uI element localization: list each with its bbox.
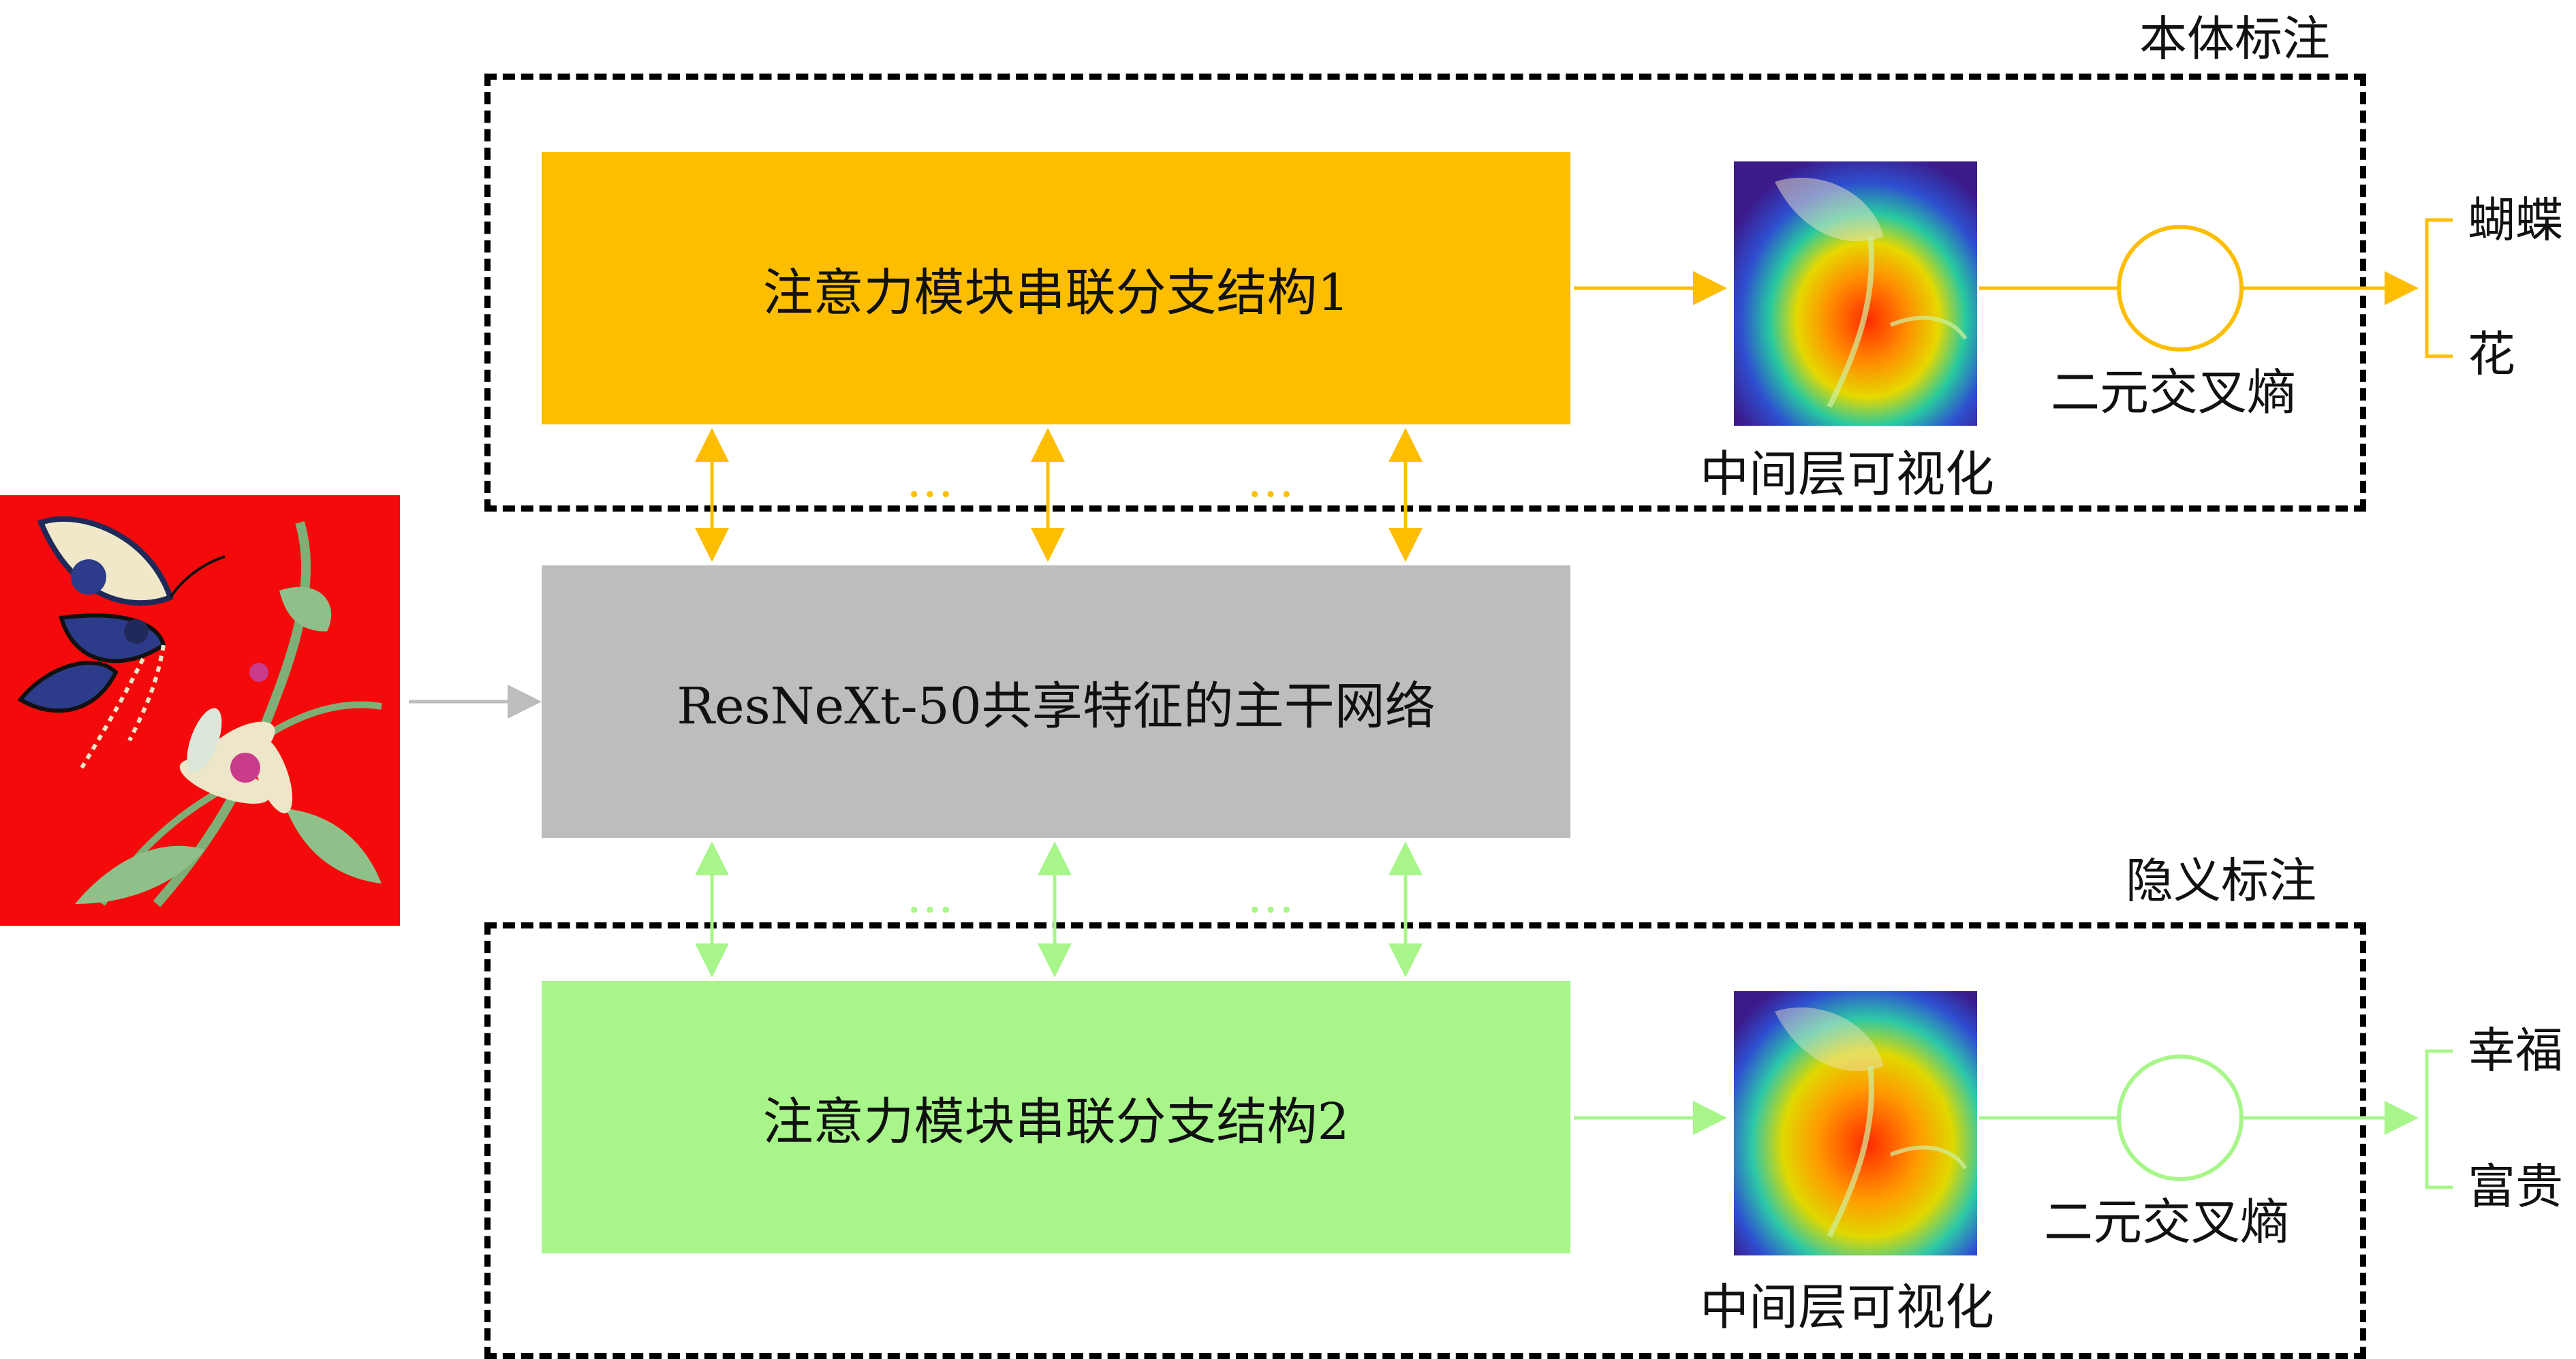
top-visualization-caption: 中间层可视化	[1700, 446, 1995, 503]
bottom-branch-block: 注意力模块串联分支结构2	[542, 981, 1570, 1253]
top-ellipsis-left: …	[906, 452, 954, 508]
bottom-loss-label: 二元交叉熵	[2044, 1193, 2290, 1251]
top-loss-circle	[2117, 225, 2244, 352]
bottom-ellipsis-left: …	[906, 868, 954, 924]
bottom-output-wealth: 富贵	[2468, 1159, 2563, 1215]
backbone-block: ResNeXt-50共享特征的主干网络	[542, 565, 1570, 838]
bottom-visualization-caption: 中间层可视化	[1700, 1279, 1995, 1336]
top-output-butterfly: 蝴蝶	[2468, 192, 2563, 248]
bottom-dashed-group	[484, 922, 2366, 1359]
embroidery-butterfly-flower-icon	[0, 495, 400, 926]
top-loss-label: 二元交叉熵	[2051, 364, 2297, 421]
bottom-branch-label: 注意力模块串联分支结构2	[762, 1092, 1350, 1151]
top-branch-label: 注意力模块串联分支结构1	[762, 263, 1350, 322]
bottom-ellipsis-right: …	[1247, 868, 1294, 924]
bottom-loss-circle	[2117, 1055, 2244, 1181]
top-section-label: 本体标注	[2139, 11, 2330, 67]
top-heatmap-image	[1734, 161, 1977, 426]
bottom-section-label: 隐义标注	[2126, 853, 2316, 909]
top-ellipsis-right: …	[1247, 452, 1294, 508]
bottom-output-happiness: 幸福	[2468, 1022, 2563, 1078]
input-image	[0, 495, 400, 926]
top-branch-block: 注意力模块串联分支结构1	[542, 152, 1570, 424]
heatmap-icon	[1734, 991, 1977, 1255]
backbone-label: ResNeXt-50共享特征的主干网络	[677, 676, 1436, 736]
top-output-flower: 花	[2468, 326, 2515, 382]
top-output-bracket	[2425, 218, 2453, 358]
heatmap-icon	[1734, 161, 1977, 426]
bottom-output-bracket	[2425, 1049, 2453, 1189]
top-dashed-group	[484, 74, 2366, 512]
bottom-heatmap-image	[1734, 991, 1977, 1255]
